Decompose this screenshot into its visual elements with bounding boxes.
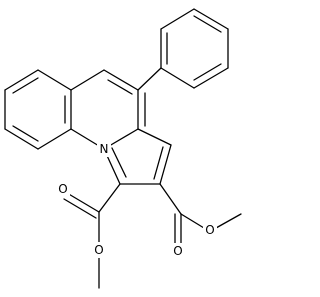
double-bond-inner: [107, 79, 133, 95]
atom-label-o: O: [94, 243, 103, 257]
ester-left: [63, 183, 121, 289]
double-bond-inner: [193, 15, 222, 33]
bond: [70, 69, 105, 91]
bond: [98, 183, 121, 213]
bond: [66, 192, 100, 213]
bond: [180, 213, 205, 229]
ester-right: [159, 183, 242, 246]
double-bond-inner: [111, 147, 127, 178]
bond: [159, 144, 172, 185]
bond: [160, 8, 195, 30]
structure-canvas: N O O O O: [4, 8, 242, 289]
middle-ring: [70, 69, 146, 150]
bond: [4, 128, 39, 150]
bond: [37, 128, 72, 150]
bond: [37, 69, 72, 91]
atom-label-o: O: [58, 182, 67, 196]
atom-labels: N O O O O: [56, 141, 217, 259]
atom-label-o: O: [205, 223, 214, 237]
phenyl-ring: [160, 8, 229, 89]
bond: [4, 69, 39, 91]
bond: [137, 128, 172, 146]
phenyl-link-bond: [137, 67, 162, 91]
double-bond-inner: [193, 63, 222, 81]
bond: [103, 69, 139, 91]
atom-label-n: N: [100, 142, 109, 156]
atom-label-o: O: [173, 244, 182, 258]
bond: [193, 67, 229, 89]
molecule-structure: N O O O O: [4, 8, 242, 289]
double-bond: [63, 198, 97, 219]
bond: [193, 8, 229, 30]
bond: [215, 213, 242, 229]
double-bond-inner: [12, 77, 39, 94]
bond: [160, 67, 195, 89]
cyclopenta-ring: [103, 128, 172, 185]
pyridine-ring: [4, 69, 72, 150]
double-bond-inner: [153, 146, 164, 180]
bond: [159, 183, 182, 215]
double-bond-inner: [12, 125, 39, 142]
